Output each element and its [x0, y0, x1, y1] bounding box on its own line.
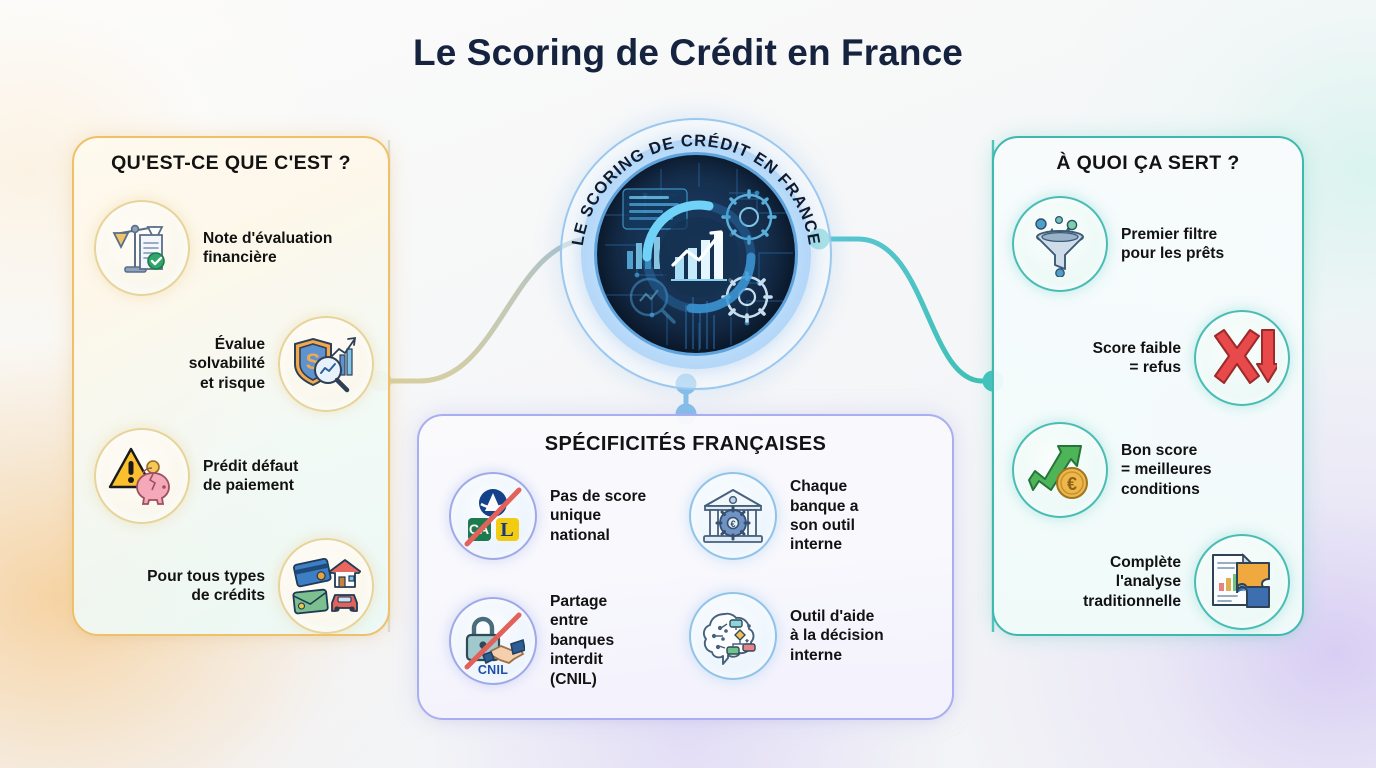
list-item-label: Complète l'analyse traditionnelle — [1083, 553, 1181, 610]
red-cross-down-arrow-icon — [1194, 310, 1290, 406]
list-item-label: Évalue solvabilité et risque — [188, 335, 265, 392]
list-item-label: Premier filtre pour les prêts — [1121, 225, 1225, 262]
no-national-bureau-crossed-icon: CA L — [449, 472, 537, 560]
list-item[interactable]: Pour tous types de crédits — [94, 538, 374, 634]
list-item[interactable]: Note d'évaluation financière — [94, 200, 374, 296]
funnel-filter-icon — [1012, 196, 1108, 292]
panel-right-title: À QUOI ÇA SERT ? — [1056, 152, 1240, 174]
brain-decision-tree-icon — [689, 592, 777, 680]
credit-card-house-car-icon — [278, 538, 374, 634]
svg-text:LE SCORING DE CRÉDIT EN FRANCE: LE SCORING DE CRÉDIT EN FRANCE — [569, 132, 823, 247]
hub-ring-label: LE SCORING DE CRÉDIT EN FRANCE — [569, 132, 823, 247]
bank-gear-icon: € — [689, 472, 777, 560]
panel-what-is-it-for: À QUOI ÇA SERT ? Premier filtre pour les… — [992, 136, 1304, 636]
lock-handshake-crossed-icon: CNIL — [449, 596, 537, 685]
list-item-label: Partage entre banques interdit (CNIL) — [550, 593, 615, 688]
list-item-label: Pas de score unique national — [550, 487, 647, 544]
list-item-label: Score faible = refus — [1092, 339, 1181, 376]
warning-broken-piggybank-icon — [94, 428, 190, 524]
page-title: Le Scoring de Crédit en France — [413, 32, 963, 73]
panel-bottom-title: SPÉCIFICITÉS FRANÇAISES — [544, 433, 827, 455]
panel-french-specifics: SPÉCIFICITÉS FRANÇAISES CA L Pas de scor… — [417, 414, 954, 720]
list-item[interactable]: CA L Pas de score unique national — [449, 472, 699, 560]
list-item[interactable]: Complète l'analyse traditionnelle — [1008, 534, 1290, 630]
list-item[interactable]: € Chaque banque a son outil interne — [689, 472, 939, 560]
list-item[interactable]: Prédit défaut de paiement — [94, 428, 374, 524]
svg-text:€: € — [730, 519, 735, 529]
list-item[interactable]: CNIL Partage entre banques interdit (CNI… — [449, 592, 699, 689]
list-item-label: Pour tous types de crédits — [147, 567, 265, 604]
central-hub[interactable]: LE SCORING DE CRÉDIT EN FRANCE — [560, 118, 832, 390]
list-item-label: Outil d'aide à la décision interne — [790, 607, 884, 664]
cnil-badge: CNIL — [477, 662, 509, 677]
scales-document-check-icon — [94, 200, 190, 296]
shield-magnifier-chart-icon: S — [278, 316, 374, 412]
list-item-label: Chaque banque a son outil interne — [790, 478, 859, 554]
list-item[interactable]: Score faible = refus — [1008, 310, 1290, 406]
list-item-label: Bon score = meilleures conditions — [1121, 441, 1212, 498]
green-up-arrow-euro-coin-icon: € — [1012, 422, 1108, 518]
svg-text:€: € — [1067, 474, 1077, 494]
list-item[interactable]: S Évalue solvabilité et risque — [94, 316, 374, 412]
svg-text:L: L — [500, 519, 513, 541]
panel-left-title: QU'EST-CE QUE C'EST ? — [111, 152, 351, 174]
list-item[interactable]: Premier filtre pour les prêts — [1012, 196, 1290, 292]
list-item[interactable]: Outil d'aide à la décision interne — [689, 592, 944, 680]
panel-what-is-it: QU'EST-CE QUE C'EST ? — [72, 136, 390, 636]
list-item-label: Note d'évaluation financière — [203, 229, 333, 266]
list-item-label: Prédit défaut de paiement — [203, 457, 299, 494]
list-item[interactable]: € Bon score = meilleures conditions — [1012, 422, 1294, 518]
report-puzzle-piece-icon — [1194, 534, 1290, 630]
